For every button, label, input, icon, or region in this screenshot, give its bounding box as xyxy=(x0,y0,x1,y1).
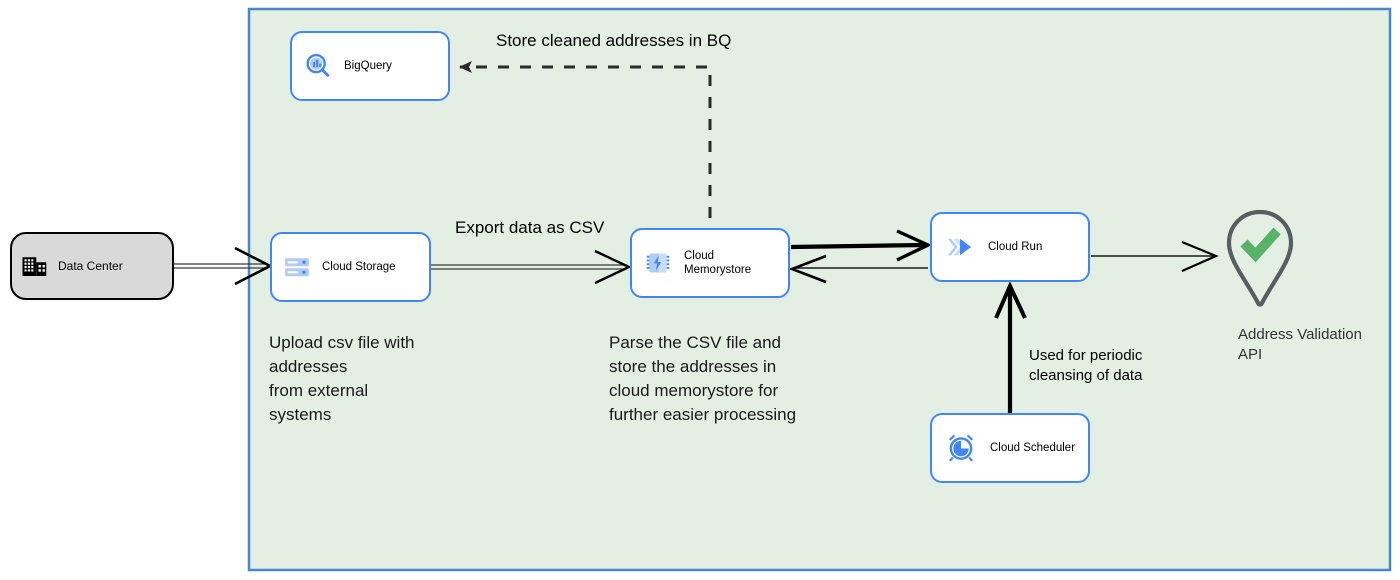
node-cloud-storage[interactable]: Cloud Storage xyxy=(270,232,431,302)
datacenter-building-icon xyxy=(12,246,58,286)
cloud-storage-icon xyxy=(272,244,322,290)
gcp-boundary-rect xyxy=(247,7,1392,572)
edge-cloud-run-to-memorystore xyxy=(788,254,928,284)
edge-cloud-scheduler-to-cloud-run xyxy=(994,281,1027,414)
edge-label-export-data-as-csv: Export data as CSV xyxy=(455,218,605,237)
edge-cloud-storage-to-memorystore xyxy=(431,249,632,285)
bigquery-icon xyxy=(292,43,344,89)
node-cloud-memorystore[interactable]: Cloud Memorystore xyxy=(630,228,790,298)
node-bigquery[interactable]: BigQuery xyxy=(290,31,450,101)
label-address-validation-api: Address Validation API xyxy=(1238,326,1362,364)
node-label-cloud-run: Cloud Run xyxy=(988,240,1043,253)
node-label-bigquery: BigQuery xyxy=(344,59,392,72)
edge-cloud-run-to-address-validation xyxy=(1091,240,1219,273)
cloud-run-icon xyxy=(932,224,988,270)
node-label-cloud-memorystore: Cloud Memorystore xyxy=(684,249,752,276)
node-cloud-run[interactable]: Cloud Run xyxy=(930,212,1090,282)
node-label-cloud-storage: Cloud Storage xyxy=(322,260,396,273)
note-parse-csv: Parse the CSV file and store the address… xyxy=(609,333,797,425)
edge-label-store-cleaned-addresses: Store cleaned addresses in BQ xyxy=(496,31,732,50)
node-cloud-scheduler[interactable]: Cloud Scheduler xyxy=(930,413,1090,483)
note-upload-csv: Upload csv file with addresses from exte… xyxy=(269,333,415,425)
edge-memorystore-to-cloud-run xyxy=(790,229,933,262)
cloud-memorystore-icon xyxy=(632,240,684,286)
edge-label-used-for-periodic-cleansing: Used for periodic cleansing of data xyxy=(1029,347,1143,384)
node-label-cloud-scheduler: Cloud Scheduler xyxy=(990,441,1076,454)
cloud-scheduler-icon xyxy=(932,425,990,471)
map-pin-check-icon xyxy=(1216,206,1304,312)
edge-cloud-run-to-bigquery xyxy=(459,61,712,218)
node-data-center[interactable]: Data Center xyxy=(10,232,174,300)
node-label-data-center: Data Center xyxy=(58,258,123,273)
